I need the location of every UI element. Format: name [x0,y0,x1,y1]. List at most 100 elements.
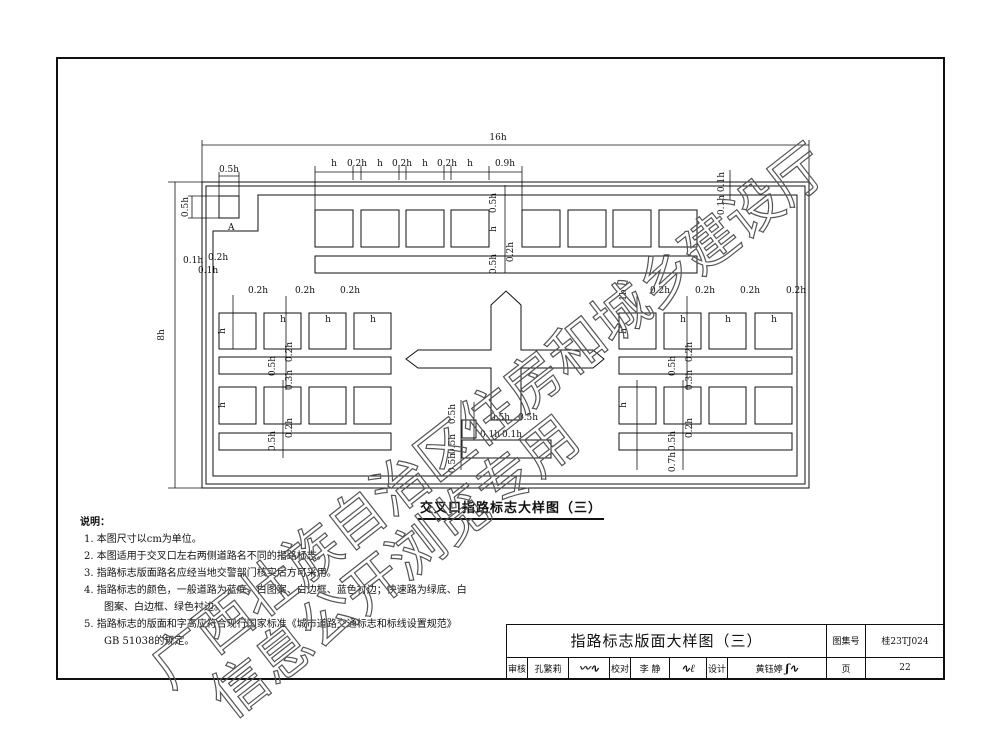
center-small-box [461,419,477,439]
left-lower-boxes [218,386,392,425]
title-block: 指路标志版面大样图（三） 图集号 桂23TJ024 审核 孔繁莉 〰∿ 校对 李… [506,624,945,681]
dim-left-01h: 0.1h [183,256,203,266]
dim-total-width: 16h [489,133,506,143]
dim-center: 0.5h [448,434,458,454]
dim-05h: 0.5h [668,356,678,376]
dim-top-05h: 0.5h [489,193,499,213]
dim-top-label: h [331,159,337,169]
atlas-label: 图集号 [826,624,866,658]
sign-inner-panel [212,194,798,477]
left-lower-bar [218,432,392,451]
dim-h: h [619,402,629,408]
page-label: 页 [826,656,866,681]
dim-top-label: h [467,159,473,169]
reviewer-name: 孔繁莉 [527,656,569,681]
dim-left-02h: 0.2h [208,253,228,263]
notes-section: 说明： 1. 本图尺寸以cm为单位。 2. 本图适用于交叉口左右两侧道路名不同的… [80,514,520,650]
dim-05h: 0.5h [668,431,678,451]
dim-02h: 0.2h [685,418,695,438]
dim-h: h [280,315,286,325]
dim-top-05h: 0.5h [489,254,499,274]
dim-h: h [218,328,228,334]
dim-right-01h: 0.1h [717,195,727,215]
dim-02h: 0.2h [285,418,295,438]
dim-right-01h: 0.1h [717,172,727,192]
dim-top-label: 0.2h [437,159,457,169]
dim-h: h [771,315,777,325]
dim-h: h [370,315,376,325]
sign-outer-border [201,181,810,489]
note-item: 3. 指路标志版面路名应经当地交警部门核实后方可采用。 [84,568,337,579]
atlas-number: 桂23TJ024 [865,624,945,658]
dim-center: 0.5h [518,413,538,423]
dim-h: h [680,315,686,325]
dim-row2: 0.2h [786,286,806,296]
dim-top-label: 0.2h [392,159,412,169]
title-block-title: 指路标志版面大样图（三） [506,624,827,658]
dim-corner-width: 0.5h [219,165,239,175]
center-bottom-bar [461,439,552,459]
notes-heading: 说明： [80,517,110,528]
dim-row2: 0.2h [295,286,315,296]
dim-top-label: h [422,159,428,169]
dim-top-label: 0.9h [495,159,515,169]
center-cross-arrow [405,290,605,421]
drawing-frame [56,57,945,680]
check-label: 校对 [609,656,631,681]
point-a-label: A [227,223,235,233]
dim-center: 0.1h [480,430,500,440]
dim-row2: 0.2h [740,286,760,296]
designer-name: 黄钰婷 ʃ∿ [727,656,827,681]
dim-h: h [218,402,228,408]
design-label: 设计 [706,656,728,681]
left-upper-boxes [218,312,392,350]
dim-center: 0.5h [448,404,458,424]
right-lower-boxes [618,386,793,425]
note-item: 4. 指路标志的颜色，一般道路为蓝底、白图案、白边框、蓝色衬边；快速路为绿底、白 [84,585,467,596]
right-lower-bar [618,432,793,451]
dim-center: 0.5h [490,413,510,423]
dim-h: h [725,315,731,325]
left-upper-bar [218,356,392,375]
note-item: 2. 本图适用于交叉口左右两侧道路名不同的指路标志。 [84,551,327,562]
dim-05h: 0.5h [268,356,278,376]
top-road-bar [314,255,698,274]
checker-name: 李 静 [630,656,670,681]
dim-top-label: 0.2h [347,159,367,169]
dim-05h: 0.5h [268,431,278,451]
dim-center: 0.5h [448,453,458,473]
review-label: 审核 [506,656,528,681]
dim-h: h [325,315,331,325]
dim-h: h [619,328,629,334]
dim-03h: 0.3h [285,370,295,390]
dim-02h: 0.2h [685,342,695,362]
dim-1h: 1h [619,289,629,301]
note-item: 5. 指路标志的版面和字高应符合现行国家标准《城市道路交通标志和标线设置规范》 [84,619,457,630]
drawing-title: 交叉口指路标志大样图（三） [418,497,605,520]
note-item: 1. 本图尺寸以cm为单位。 [84,534,202,545]
page-number: 22 [865,656,945,681]
corner-box [218,195,240,219]
dim-row2: 0.2h [248,286,268,296]
dim-07h: 0.7h [668,452,678,472]
note-item-continuation: GB 51038的规定。 [104,636,195,647]
sign-inner-border [205,185,806,485]
dim-left-01h: 0.1h [198,266,218,276]
dim-row2: 0.2h [650,286,670,296]
dim-top-h: h [489,226,499,232]
right-upper-bar [618,356,793,375]
reviewer-signature: 〰∿ [568,656,610,681]
dim-corner-height: 0.5h [181,197,191,217]
dim-02h: 0.2h [285,342,295,362]
dim-total-height: 8h [157,329,167,341]
dim-center: 0.1h [502,430,522,440]
dim-03h: 0.3h [685,370,695,390]
top-row-boxes [314,209,698,248]
dim-top-02h: 0.2h [506,242,516,262]
dim-row2: 0.2h [695,286,715,296]
note-item-continuation: 图案、白边框、绿色衬边。 [104,602,224,613]
right-upper-boxes [618,312,793,350]
dim-row2: 0.2h [340,286,360,296]
checker-signature: ∿ℓ [669,656,707,681]
